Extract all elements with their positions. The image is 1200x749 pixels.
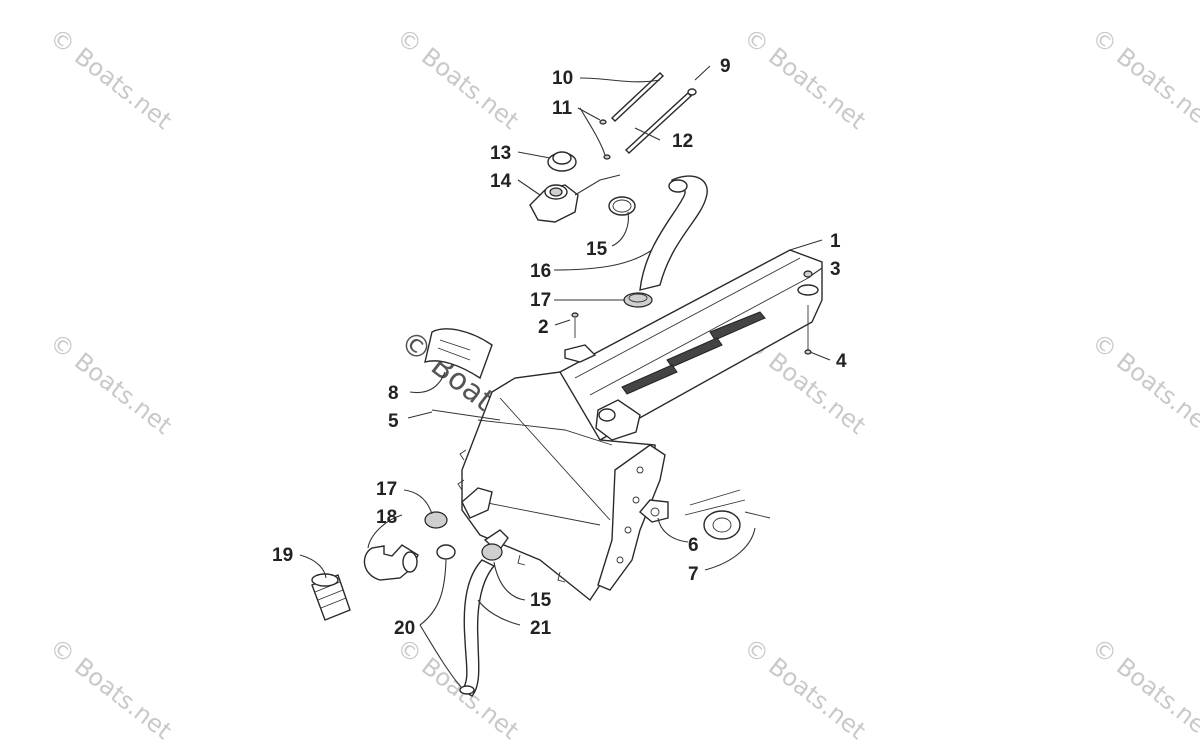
guard-7-part	[684, 489, 771, 540]
hose-21-part	[460, 559, 496, 697]
leader-lines	[299, 65, 831, 689]
callout-12: 12	[672, 131, 693, 152]
watermark: © Boats.net	[738, 633, 871, 745]
callout-11: 11	[552, 98, 573, 119]
watermark: © Boats.net	[44, 633, 177, 745]
callout-9: 9	[720, 56, 731, 77]
callout-10: 10	[552, 68, 573, 89]
callout-13: 13	[490, 143, 511, 164]
callout-6: 6	[688, 535, 699, 556]
callout-8: 8	[388, 383, 399, 404]
callout-1: 1	[830, 231, 841, 252]
cap-part	[547, 151, 577, 172]
screw-5-part	[431, 409, 501, 421]
callout-20: 20	[394, 618, 415, 639]
hose-16-part	[639, 175, 708, 291]
filler-neck-part	[529, 174, 621, 223]
clamp-15-top-part	[608, 196, 636, 216]
watermark: © Boats.net	[1086, 633, 1200, 745]
callouts: 1 2 3 4 5 6 7 8 9 10 11 12 13 14 15 15 1…	[272, 56, 847, 639]
heat-exchanger-part	[457, 249, 823, 602]
bolt-2-part	[564, 312, 597, 363]
callout-15-low: 15	[530, 590, 552, 611]
callout-21: 21	[530, 618, 552, 639]
callout-7: 7	[688, 564, 699, 585]
callout-19: 19	[272, 545, 293, 566]
bracket-6-part	[639, 499, 669, 523]
bellows-19-part	[311, 573, 351, 621]
cover-8-part	[424, 328, 493, 380]
clamp-20-part	[436, 544, 456, 560]
watermark: © Boats.net	[391, 633, 524, 745]
callout-14: 14	[490, 171, 512, 192]
callout-3: 3	[830, 259, 841, 280]
clamp-17-low-part	[424, 511, 448, 529]
watermark: © Boats.net	[391, 23, 524, 135]
callout-17-low: 17	[376, 479, 397, 500]
callout-2: 2	[538, 317, 549, 338]
callout-15-top: 15	[586, 239, 608, 260]
callout-16: 16	[530, 261, 551, 282]
clamp-15-low-part	[481, 543, 503, 561]
watermark: © Boats.net	[44, 328, 177, 440]
fastener-3-4-part	[797, 270, 819, 355]
clamp-17-mid-part	[623, 292, 653, 308]
watermark: © Boats.net	[1086, 23, 1200, 135]
callout-18: 18	[376, 507, 397, 528]
callout-17-top: 17	[530, 290, 551, 311]
watermark: © Boats.net	[44, 23, 177, 135]
callout-5: 5	[388, 411, 399, 432]
rods-part	[599, 72, 697, 160]
watermark: © Boats.net	[738, 23, 871, 135]
callout-4: 4	[836, 351, 847, 372]
watermark: © Boats.net	[1086, 328, 1200, 440]
hose-18-part	[363, 544, 419, 581]
